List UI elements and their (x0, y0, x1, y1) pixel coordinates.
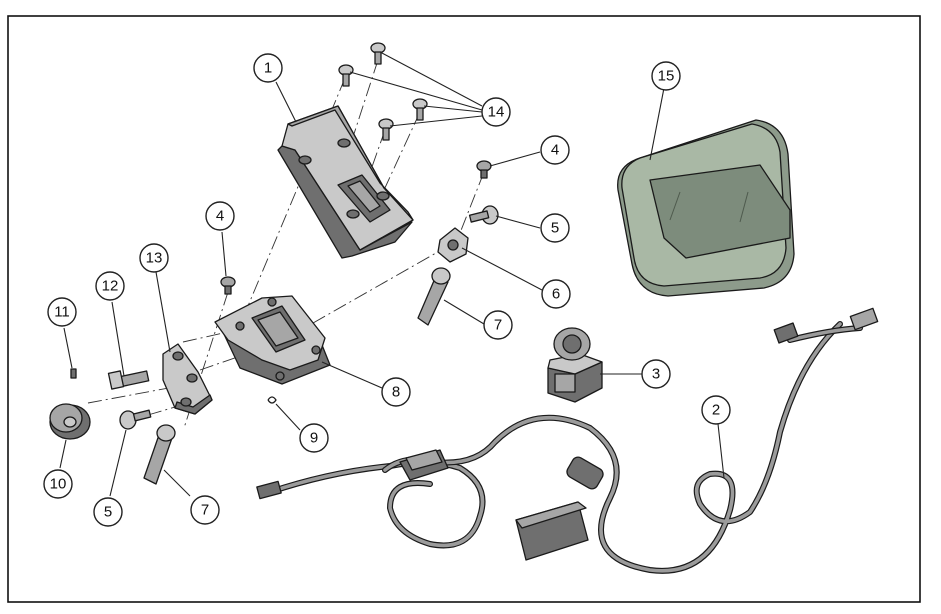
part-nut (437, 227, 469, 263)
leader-lines (59, 51, 725, 497)
callout-8: 8 (381, 377, 411, 407)
svg-text:4: 4 (551, 142, 559, 159)
part-screws-14 (338, 42, 428, 141)
callout-4-right: 4 (540, 135, 570, 165)
part-set-screw (70, 368, 77, 379)
callout-13: 13 (139, 243, 169, 273)
part-long-bolt-7-bottom (143, 424, 176, 485)
svg-text:5: 5 (104, 504, 112, 521)
part-long-bolt-7-top (417, 267, 451, 326)
svg-text:13: 13 (146, 250, 163, 267)
callout-4-left: 4 (205, 201, 235, 231)
part-clamp-plate (162, 343, 213, 415)
svg-text:12: 12 (102, 278, 119, 295)
svg-text:4: 4 (216, 208, 224, 225)
callout-11: 11 (47, 297, 77, 327)
svg-text:3: 3 (652, 366, 660, 383)
svg-text:7: 7 (494, 317, 502, 334)
part-screw-5-left (119, 409, 152, 430)
callout-15: 15 (651, 61, 681, 91)
callout-14: 14 (481, 97, 511, 127)
svg-text:6: 6 (552, 286, 560, 303)
svg-text:9: 9 (310, 430, 318, 447)
svg-text:10: 10 (50, 476, 67, 493)
svg-text:2: 2 (712, 402, 720, 419)
callout-12: 12 (95, 271, 125, 301)
part-navigation-device (617, 119, 795, 297)
part-bracket (214, 295, 331, 385)
svg-text:7: 7 (201, 502, 209, 519)
svg-text:15: 15 (658, 68, 675, 85)
part-bolt-12 (107, 370, 150, 390)
svg-text:1: 1 (264, 60, 272, 77)
callout-2: 2 (701, 395, 731, 425)
callout-7-bottom: 7 (190, 495, 220, 525)
part-mount-plate (277, 105, 414, 259)
part-clip (267, 396, 277, 404)
callout-7-top: 7 (483, 310, 513, 340)
svg-text:8: 8 (392, 384, 400, 401)
part-power-cable (256, 307, 879, 574)
svg-text:14: 14 (488, 104, 505, 121)
part-cap-screw-4-left (220, 276, 236, 295)
callout-5-right: 5 (540, 213, 570, 243)
callout-3: 3 (641, 359, 671, 389)
svg-text:5: 5 (551, 220, 559, 237)
part-cable-clamp (547, 327, 603, 403)
callout-6: 6 (541, 279, 571, 309)
callout-5-left: 5 (93, 497, 123, 527)
callout-1: 1 (253, 53, 283, 83)
part-screw-5-right (468, 205, 499, 225)
part-knob (49, 403, 91, 440)
part-cap-screw-4-right (476, 160, 492, 179)
callout-9: 9 (299, 423, 329, 453)
callout-10: 10 (43, 469, 73, 499)
diagram-border (7, 15, 921, 603)
svg-text:11: 11 (54, 304, 70, 321)
